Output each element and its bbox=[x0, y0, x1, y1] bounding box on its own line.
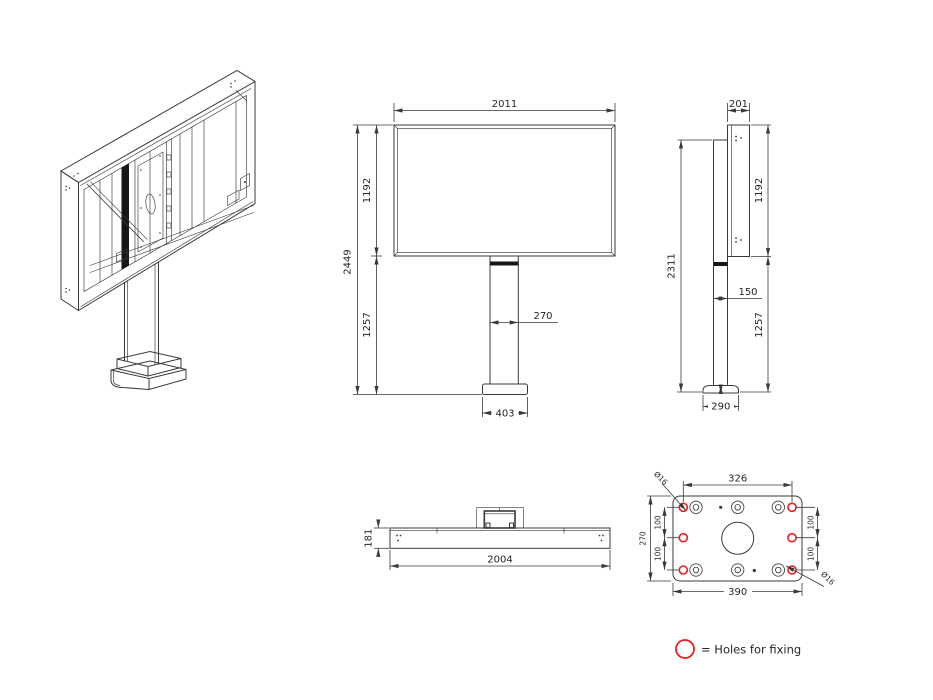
bottom-rails bbox=[89, 205, 254, 273]
side-pole bbox=[713, 139, 728, 385]
side-screen bbox=[727, 124, 750, 257]
dim-pitch-bottom-right: 100 bbox=[807, 547, 816, 562]
pole-hole bbox=[721, 521, 755, 555]
dim-hole-span: 326 bbox=[728, 474, 747, 485]
corner-details bbox=[227, 90, 250, 207]
dim-hole-dia-bottom-right: Ø16 bbox=[819, 570, 836, 587]
plate-dim-pitch-left: 100 100 bbox=[654, 506, 679, 571]
side-dim-screen-depth: 201 bbox=[727, 99, 750, 122]
front-dim-overall-width: 2011 bbox=[393, 99, 616, 122]
dim-pitch-bottom-left: 100 bbox=[654, 547, 663, 562]
front-dim-left-stack: 2449 1192 1257 bbox=[343, 124, 483, 395]
side-dim-stand-height: 2311 bbox=[667, 139, 712, 393]
dim-pitch-top-right: 100 bbox=[807, 515, 816, 530]
dim-pole-width: 270 bbox=[533, 311, 552, 322]
dim-overall-height: 2449 bbox=[343, 249, 354, 274]
front-base bbox=[482, 383, 528, 395]
dim-pole-depth: 150 bbox=[738, 287, 757, 298]
dim-base-depth: 290 bbox=[711, 402, 730, 413]
dim-screen-depth: 201 bbox=[729, 99, 748, 110]
dim-base-width: 403 bbox=[495, 409, 514, 420]
dim-side-lower-height: 1257 bbox=[754, 312, 765, 337]
diagonal-brace bbox=[86, 181, 148, 242]
plate-dim-pitch-right: 100 100 bbox=[796, 506, 820, 571]
top-dim-width: 2004 bbox=[389, 550, 611, 570]
plate-callout-dia-top-left: Ø16 bbox=[652, 470, 687, 511]
mounting-plate bbox=[137, 151, 164, 253]
top-bar bbox=[389, 527, 611, 549]
legend-red-circle-icon bbox=[675, 639, 695, 659]
dim-pitch-top-left: 100 bbox=[654, 515, 663, 530]
dim-screen-height: 1192 bbox=[362, 178, 373, 203]
plate-dim-width: 390 bbox=[672, 583, 803, 598]
interior-panels bbox=[99, 101, 237, 283]
plate-dim-depth: 270 bbox=[639, 495, 671, 582]
side-view: 201 2311 1192 1257 150 290 bbox=[667, 99, 771, 413]
base-plate-outline bbox=[672, 495, 803, 582]
front-dim-pole-width: 270 bbox=[490, 311, 558, 325]
side-dim-pole-depth: 150 bbox=[713, 287, 762, 301]
dim-side-screen-height: 1192 bbox=[754, 178, 765, 203]
dim-overall-width: 2011 bbox=[492, 99, 517, 110]
dim-lower-height: 1257 bbox=[362, 312, 373, 337]
plate-dim-hole-span: 326 bbox=[682, 474, 793, 502]
side-dim-base-depth: 290 bbox=[702, 395, 739, 413]
slotted-rail bbox=[166, 138, 172, 244]
top-dim-depth: 181 bbox=[364, 519, 389, 557]
dim-top-depth: 181 bbox=[364, 529, 375, 548]
dim-plate-width: 390 bbox=[728, 587, 747, 598]
front-screen bbox=[393, 124, 616, 257]
iso-base bbox=[110, 350, 187, 391]
side-dim-right-stack: 1192 1257 bbox=[740, 124, 771, 393]
washer-holes bbox=[689, 500, 785, 577]
top-view: 181 2004 bbox=[364, 507, 611, 570]
legend: = Holes for fixing bbox=[675, 639, 801, 659]
isometric-view bbox=[60, 69, 256, 391]
dim-plate-depth: 270 bbox=[639, 531, 648, 546]
top-bracket bbox=[476, 507, 524, 529]
legend-text: = Holes for fixing bbox=[701, 643, 801, 657]
dim-top-width: 2004 bbox=[487, 555, 512, 566]
dim-hole-dia-top-left: Ø16 bbox=[652, 470, 669, 487]
base-plate-view: 326 390 270 100 100 bbox=[639, 470, 837, 598]
front-view: 2011 2449 1192 1257 270 403 bbox=[343, 99, 616, 420]
iso-pole bbox=[124, 261, 159, 366]
vent-dots bbox=[65, 80, 236, 293]
front-dim-base-width: 403 bbox=[482, 397, 528, 420]
dim-stand-height: 2311 bbox=[667, 253, 678, 278]
dark-slot bbox=[121, 163, 129, 270]
side-base bbox=[702, 384, 739, 395]
front-pole bbox=[489, 255, 519, 385]
